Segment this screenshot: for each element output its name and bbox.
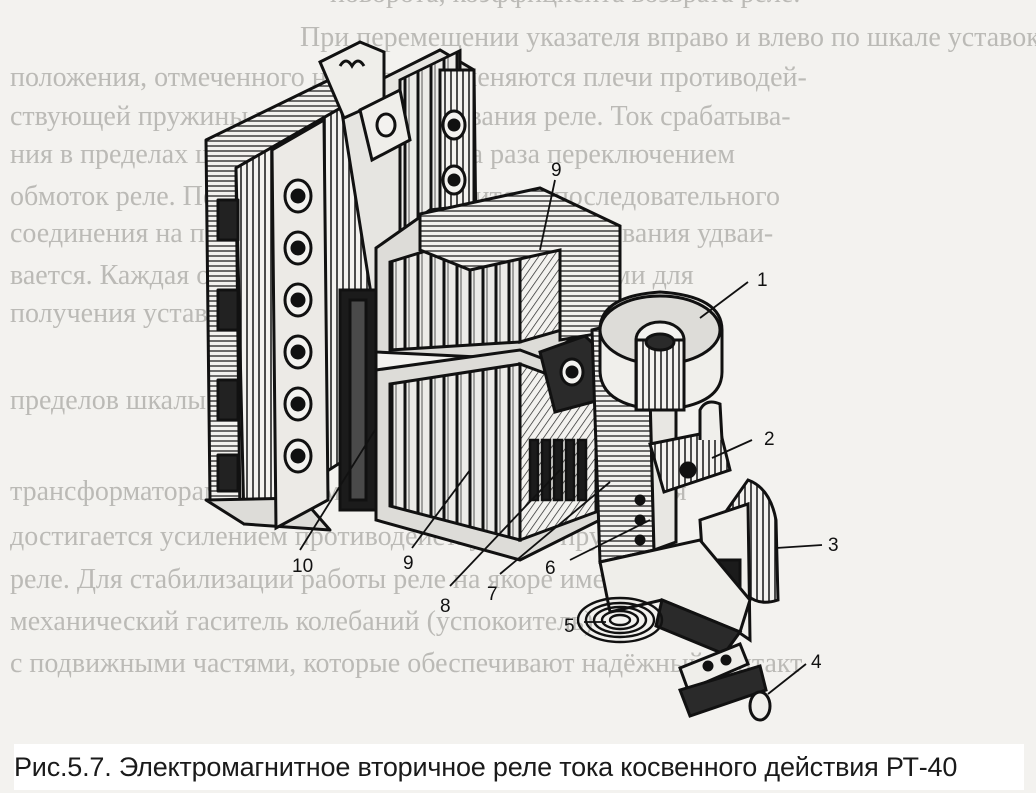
- leader-10: [299, 429, 376, 551]
- bg-line: с подвижными частями, которые обеспечива…: [10, 648, 802, 679]
- figure-caption: Рис.5.7. Электромагнитное вторичное реле…: [14, 744, 1024, 790]
- top-bracket: [318, 40, 412, 163]
- index-lever: [678, 642, 772, 722]
- callout-2: 2: [764, 429, 775, 450]
- callout-3: 3: [828, 535, 839, 556]
- damper-cup: [598, 290, 724, 412]
- stop-comb: [528, 438, 588, 502]
- bg-line: реле. Для стабилизации работы реле на як…: [10, 564, 655, 595]
- bg-line: поворота, коэффициента возврата реле.: [330, 0, 800, 9]
- lower-coil: [374, 348, 602, 562]
- callout-1: 1: [757, 270, 768, 291]
- leader-lines: [299, 179, 823, 695]
- spiral-spring: [576, 596, 664, 644]
- callout-5: 5: [564, 616, 575, 637]
- leader-9a: [539, 179, 556, 251]
- core-plate: [418, 186, 622, 342]
- leader-1: [699, 281, 749, 319]
- leader-9b: [411, 469, 471, 549]
- contact-bridge: [648, 400, 732, 494]
- callout-7: 7: [487, 584, 498, 605]
- bg-line: При перемещении указателя вправо и влево…: [300, 22, 1036, 53]
- callout-10: 10: [292, 556, 313, 577]
- terminal-strip: [270, 117, 330, 531]
- leader-7: [499, 481, 611, 575]
- callout-9-top: 9: [551, 160, 562, 181]
- leader-8: [449, 469, 561, 587]
- bg-line: механический гаситель колебаний (успокои…: [10, 606, 593, 637]
- callout-9-bottom: 9: [403, 553, 414, 574]
- callout-8: 8: [440, 596, 451, 617]
- relay-illustration: 1 2 3 4 5 6 7 8 9 9 10: [204, 40, 839, 722]
- leader-6: [569, 519, 651, 561]
- leader-3: [775, 544, 823, 549]
- callout-4: 4: [811, 652, 822, 673]
- leader-2: [711, 439, 753, 459]
- leader-4: [767, 663, 807, 695]
- callout-6: 6: [545, 558, 556, 579]
